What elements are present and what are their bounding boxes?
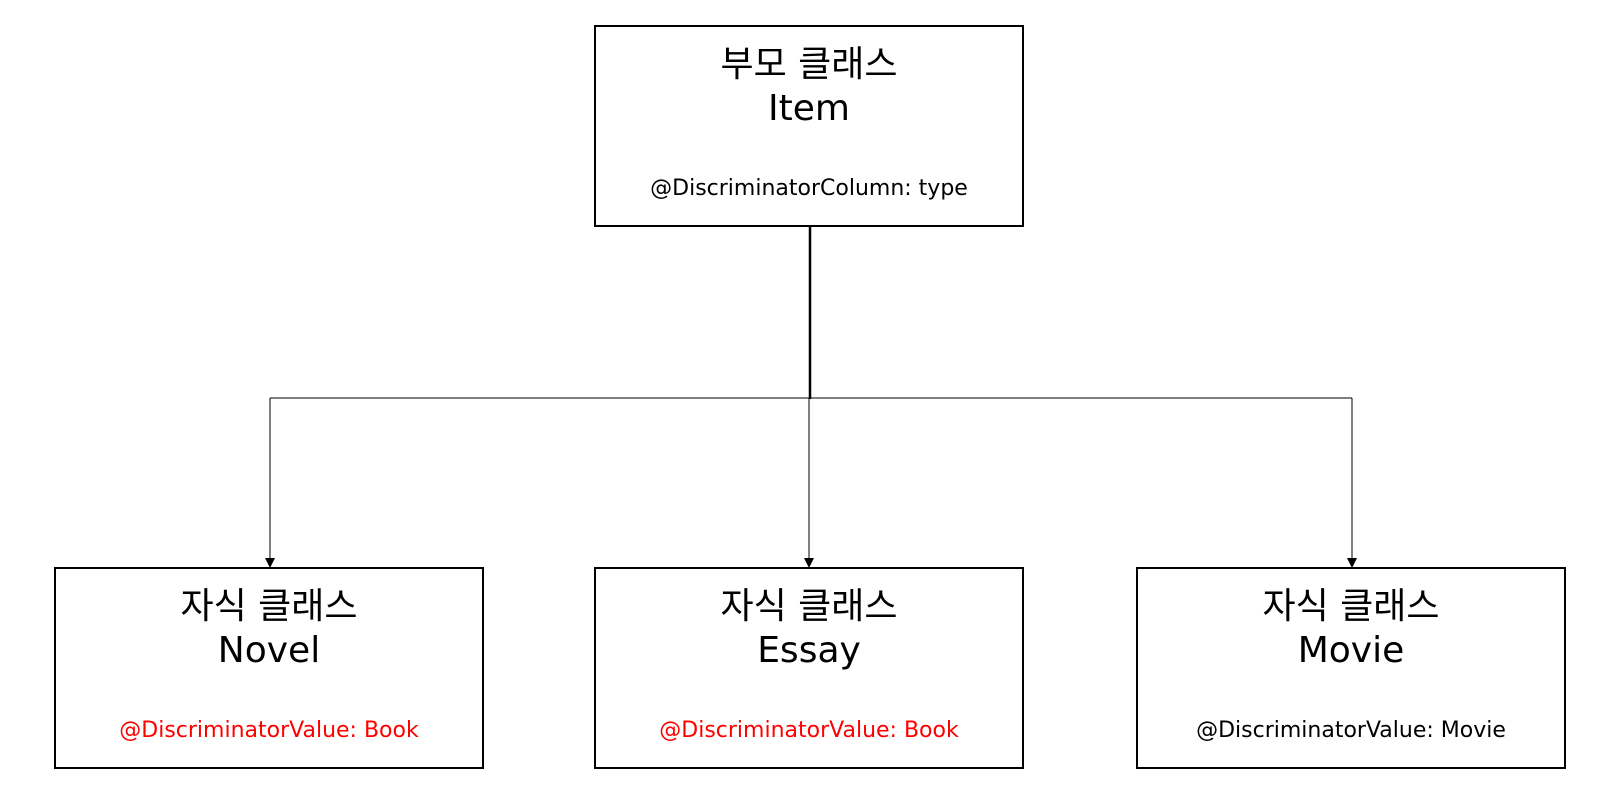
child-role-label: 자식 클래스 — [720, 586, 898, 627]
parent-class-box: 부모 클래스 Item @DiscriminatorColumn: type — [594, 25, 1024, 227]
child-class-box-essay: 자식 클래스 Essay @DiscriminatorValue: Book — [594, 567, 1024, 769]
child-annotation: @DiscriminatorValue: Movie — [1196, 718, 1506, 743]
parent-role-label: 부모 클래스 — [720, 44, 898, 85]
child-class-name: Novel — [217, 630, 321, 671]
child-class-box-movie: 자식 클래스 Movie @DiscriminatorValue: Movie — [1136, 567, 1566, 769]
child-annotation: @DiscriminatorValue: Book — [119, 718, 419, 743]
child-class-box-novel: 자식 클래스 Novel @DiscriminatorValue: Book — [54, 567, 484, 769]
parent-annotation: @DiscriminatorColumn: type — [650, 176, 968, 201]
child-class-name: Essay — [757, 630, 861, 671]
parent-class-name: Item — [768, 88, 850, 129]
child-class-name: Movie — [1297, 630, 1405, 671]
child-annotation: @DiscriminatorValue: Book — [659, 718, 959, 743]
child-role-label: 자식 클래스 — [180, 586, 358, 627]
child-role-label: 자식 클래스 — [1262, 586, 1440, 627]
